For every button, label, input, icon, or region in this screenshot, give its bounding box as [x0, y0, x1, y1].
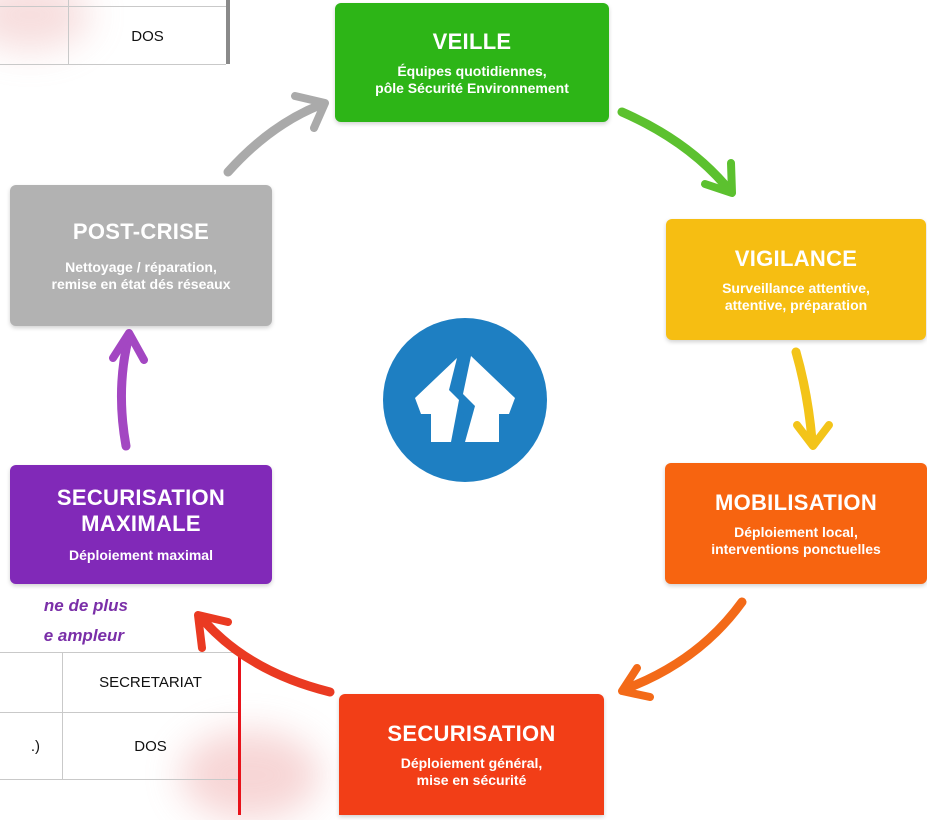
arrow-maximale-to-postcrise [109, 329, 148, 451]
stage-veille-title: VEILLE [432, 28, 512, 54]
bottom-table-cell-secretariat: SECRETARIAT [99, 674, 202, 691]
stage-securisation: SECURISATION Déploiement général, mise e… [339, 694, 604, 815]
bottom-table-vline [62, 652, 63, 780]
top-table: DOS [0, 0, 230, 65]
stage-securisation-maximale: SECURISATION MAXIMALE Déploiement maxima… [10, 465, 272, 584]
bottom-table-hline-1 [0, 652, 238, 653]
stage-mobilisation-desc: Déploiement local, interventions ponctue… [711, 523, 881, 557]
stage-veille-desc: Équipes quotidiennes, pôle Sécurité Envi… [375, 62, 569, 96]
bottom-table-red-border [238, 652, 241, 815]
bottom-table-hline-3 [0, 779, 238, 780]
top-table-cell-dos: DOS [131, 27, 164, 45]
note-line-1: ne de plus [43, 596, 128, 615]
background-tint-bottom [180, 730, 320, 820]
arrow-postcrise-to-veille [223, 92, 329, 177]
stage-securisation-desc: Déploiement général, mise en sécurité [400, 754, 543, 788]
stage-securisation-maximale-title: SECURISATION MAXIMALE [56, 485, 226, 536]
bottom-table-cell-left: .) [30, 737, 40, 755]
arrow-vigilance-to-mobilisation [791, 347, 833, 450]
stage-securisation-title: SECURISATION [387, 720, 556, 746]
note-line-2: e ampleur [43, 626, 124, 645]
arrow-veille-to-vigilance [617, 107, 736, 197]
broken-house-icon [383, 318, 547, 482]
stage-post-crise-desc: Nettoyage / réparation, remise en état d… [51, 258, 231, 292]
stage-vigilance: VIGILANCE Surveillance attentive, attent… [666, 219, 926, 340]
stage-mobilisation: MOBILISATION Déploiement local, interven… [665, 463, 927, 584]
top-table-right-border [226, 0, 230, 64]
arrow-mobilisation-to-securisation [618, 597, 747, 701]
top-table-vline [68, 0, 69, 64]
top-table-hline [0, 6, 226, 7]
bottom-table: SECRETARIAT .) DOS [0, 652, 245, 815]
stage-post-crise: POST-CRISE Nettoyage / réparation, remis… [10, 185, 272, 326]
stage-mobilisation-title: MOBILISATION [714, 489, 878, 515]
stage-veille: VEILLE Équipes quotidiennes, pôle Sécuri… [335, 3, 609, 122]
stage-vigilance-title: VIGILANCE [734, 245, 858, 271]
stage-vigilance-desc: Surveillance attentive, attentive, prépa… [722, 279, 870, 313]
bottom-table-hline-2 [0, 712, 238, 713]
arrow-securisation-to-maximale [194, 611, 335, 697]
bottom-table-cell-dos: DOS [134, 737, 167, 755]
stage-securisation-maximale-desc: Déploiement maximal [69, 547, 213, 563]
top-table-grid [0, 0, 226, 65]
stage-post-crise-title: POST-CRISE [72, 218, 210, 244]
